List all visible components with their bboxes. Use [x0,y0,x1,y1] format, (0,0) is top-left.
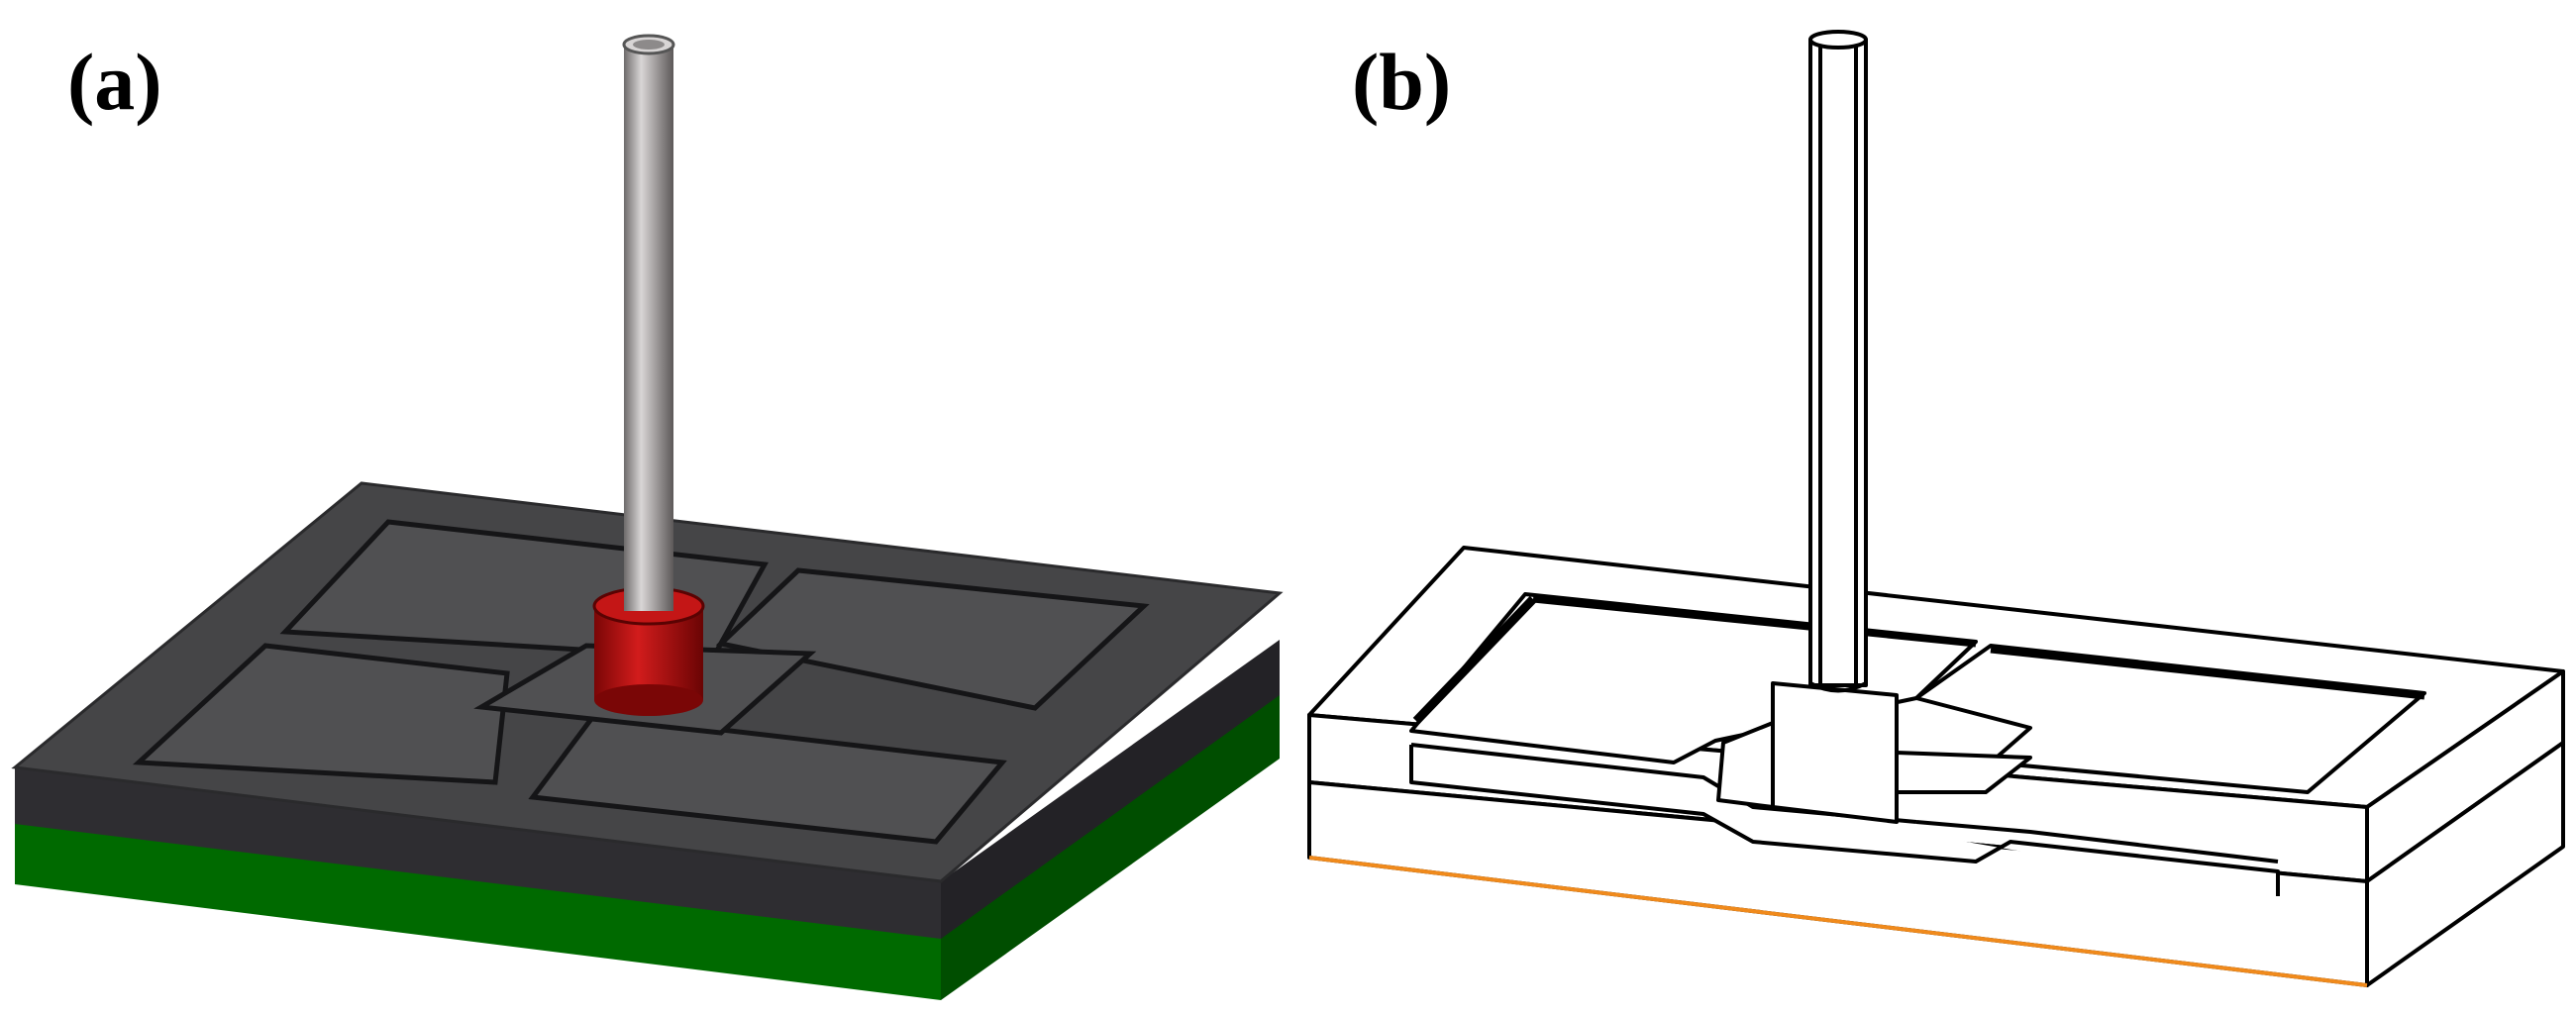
panel-b: (b) [1307,30,2565,987]
panel-a-label: (a) [67,37,162,127]
central-boss [1771,681,1899,824]
internal-channel [1409,745,2280,896]
chip-device-wireframe [1307,30,2565,987]
base-side [2365,741,2565,987]
chip-device-solid [11,34,1284,1000]
chamber-left-back [1532,595,1977,648]
base-board-front [15,822,941,1000]
boss-ledge-right [1895,751,2032,794]
panel-b-label: (b) [1352,37,1451,127]
bottom-edge-highlight [1308,856,2368,987]
pillar [622,34,675,611]
chamber-back-right [715,567,1150,711]
chamber-right-back [1990,646,2425,700]
boss-ledge [1716,721,1775,809]
pillar-tube-base [1809,681,1867,693]
panel-a: (a) [11,34,1284,1000]
substrate-side [941,640,1280,939]
chamber-front-left [132,643,510,785]
channel-lower-edge [1915,820,2279,864]
chambers [132,519,1150,845]
substrate-front [15,767,941,939]
chamber-front-right [528,712,1007,845]
chamber-left-wall [1412,595,1537,725]
base-board-side [941,693,1280,1000]
pillar-tube-top [1808,30,1868,50]
